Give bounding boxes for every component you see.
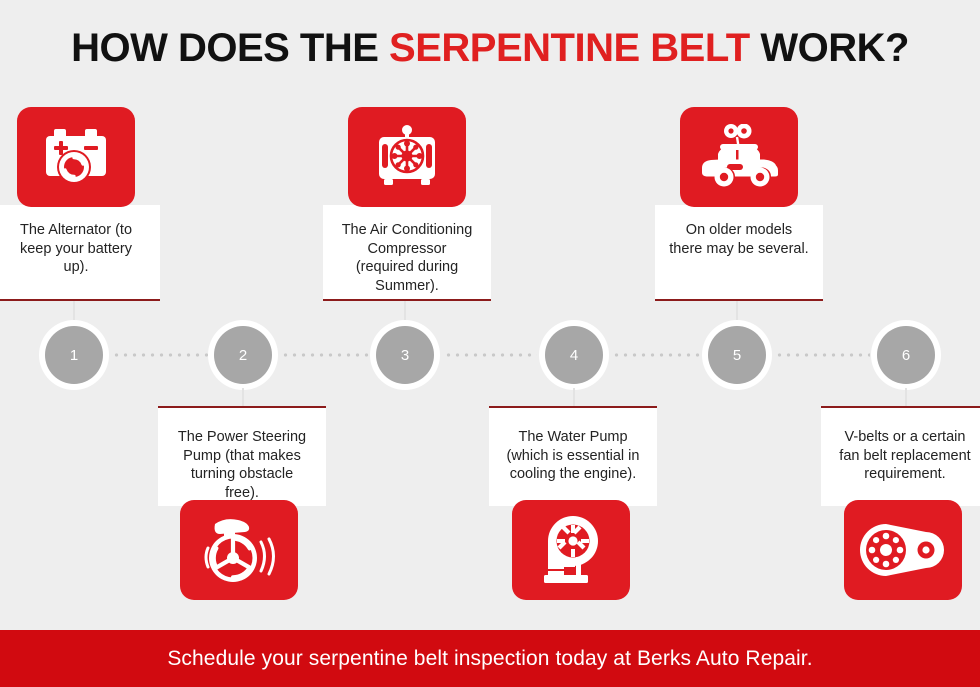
timeline-dots-5-6: [775, 353, 870, 357]
serpentine-belt-pulley-icon-tile: [844, 500, 962, 600]
title-accent: SERPENTINE BELT: [389, 26, 750, 70]
timeline-track: [0, 352, 980, 358]
step-card-3-text: The Air Conditioning Compressor (require…: [341, 222, 473, 294]
classic-car-icon: [702, 124, 778, 187]
step-card-5: On older models there may be several.: [655, 205, 823, 301]
step-card-1-text: The Alternator (to keep your battery up)…: [19, 222, 133, 276]
timeline-node-2-number: 2: [214, 326, 272, 384]
step-card-6-text: V-belts or a certain fan belt replacemen…: [839, 429, 971, 483]
steering-wheel-pump-icon: [204, 519, 275, 582]
timeline-node-1-number: 1: [45, 326, 103, 384]
step-card-2: The Power Steering Pump (that makes turn…: [158, 406, 326, 506]
stem-3: [404, 301, 406, 323]
timeline-node-2[interactable]: 2: [208, 320, 278, 390]
stem-4: [573, 388, 575, 406]
timeline-dots-4-5: [612, 353, 704, 357]
water-pump-icon: [544, 516, 598, 583]
timeline-dots-2-3: [281, 353, 374, 357]
step-card-5-text: On older models there may be several.: [669, 222, 809, 257]
stem-1: [73, 301, 75, 323]
timeline-node-5-number: 5: [708, 326, 766, 384]
timeline-node-5[interactable]: 5: [702, 320, 772, 390]
footer-cta-banner: Schedule your serpentine belt inspection…: [0, 630, 980, 687]
page-title: HOW DOES THE SERPENTINE BELT WORK?: [0, 26, 980, 71]
timeline-node-4[interactable]: 4: [539, 320, 609, 390]
timeline-node-4-number: 4: [545, 326, 603, 384]
timeline-node-3-number: 3: [376, 326, 434, 384]
step-card-4: The Water Pump (which is essential in co…: [489, 406, 657, 506]
stem-6: [905, 388, 907, 406]
battery-alternator-icon: [46, 129, 106, 184]
battery-alternator-icon-tile: [17, 107, 135, 207]
timeline-node-3[interactable]: 3: [370, 320, 440, 390]
serpentine-belt-pulley-icon: [860, 524, 944, 576]
step-card-3: The Air Conditioning Compressor (require…: [323, 205, 491, 301]
step-card-4-text: The Water Pump (which is essential in co…: [506, 429, 640, 483]
step-card-6: V-belts or a certain fan belt replacemen…: [821, 406, 980, 506]
title-part-2: WORK?: [749, 26, 909, 70]
timeline-node-6-number: 6: [877, 326, 935, 384]
classic-car-icon-tile: [680, 107, 798, 207]
timeline-dots-3-4: [444, 353, 537, 357]
step-card-1: The Alternator (to keep your battery up)…: [0, 205, 160, 301]
timeline-node-1[interactable]: 1: [39, 320, 109, 390]
steering-wheel-pump-icon-tile: [180, 500, 298, 600]
stem-5: [736, 301, 738, 323]
title-part-1: HOW DOES THE: [71, 26, 390, 70]
stem-2: [242, 388, 244, 406]
timeline-dots-1-2: [112, 353, 209, 357]
timeline-node-6[interactable]: 6: [871, 320, 941, 390]
ac-compressor-icon-tile: [348, 107, 466, 207]
footer-cta-text: Schedule your serpentine belt inspection…: [167, 646, 813, 670]
ac-compressor-icon: [379, 125, 435, 185]
water-pump-icon-tile: [512, 500, 630, 600]
step-card-2-text: The Power Steering Pump (that makes turn…: [177, 429, 307, 501]
